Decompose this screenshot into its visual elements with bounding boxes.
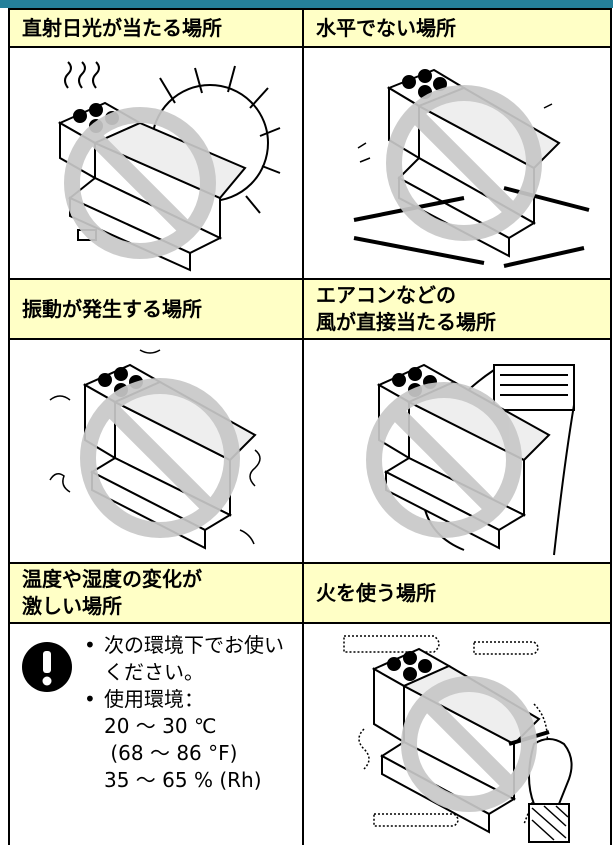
heat-steam-icon (64, 61, 100, 89)
top-accent-band (0, 0, 613, 8)
note-text: 次の環境下でお使いください。 (104, 633, 284, 684)
illustration-direct-airflow (304, 340, 610, 562)
note-item: • 使用環境： 20 ～ 30 ℃ (68 ～ 86 °F) 35 ～ 65 %… (82, 686, 298, 794)
env-temperature-c: 20 ～ 30 ℃ (104, 714, 217, 738)
air-vent-icon (421, 364, 575, 556)
hand-with-cigarette-icon (508, 730, 573, 843)
header-vibration: 振動が発生する場所 (10, 278, 302, 340)
caution-location-table: 直射日光が当たる場所 水平でない場所 (8, 8, 612, 845)
note-item: • 次の環境下でお使いください。 (82, 632, 298, 686)
shake-lines-icon (357, 103, 553, 163)
prohibited-circle-icon (401, 676, 537, 812)
illustration-fire-use (304, 624, 610, 845)
header-direct-airflow: エアコンなどの 風が直接当たる場所 (304, 278, 610, 340)
illustration-uneven-surface (304, 48, 610, 278)
illustration-direct-sunlight (10, 48, 302, 278)
environment-note-list: • 次の環境下でお使いください。 • 使用環境： 20 ～ 30 ℃ (68 ～… (82, 632, 298, 794)
prohibited-circle-icon (80, 378, 240, 538)
note-text: 使用環境： (104, 687, 204, 711)
prohibited-circle-icon (366, 382, 522, 538)
env-temperature-f: (68 ～ 86 °F) (104, 741, 238, 765)
bullet: • (84, 633, 96, 657)
env-humidity: 35 ～ 65 % (Rh) (104, 768, 262, 792)
vibration-lines-icon (49, 349, 261, 545)
header-fire-use: 火を使う場所 (304, 562, 610, 624)
environment-note: • 次の環境下でお使いください。 • 使用環境： 20 ～ 30 ℃ (68 ～… (10, 624, 302, 845)
illustration-vibration (10, 340, 302, 562)
header-uneven-surface: 水平でない場所 (304, 8, 610, 48)
header-direct-sunlight: 直射日光が当たる場所 (10, 8, 302, 48)
prohibited-circle-icon (386, 85, 542, 241)
bullet: • (84, 687, 96, 711)
header-temperature-humidity: 温度や湿度の変化が 激しい場所 (10, 562, 302, 624)
prohibited-circle-icon (64, 107, 216, 259)
column-divider (302, 8, 304, 845)
exclamation-circle-icon (22, 642, 72, 692)
